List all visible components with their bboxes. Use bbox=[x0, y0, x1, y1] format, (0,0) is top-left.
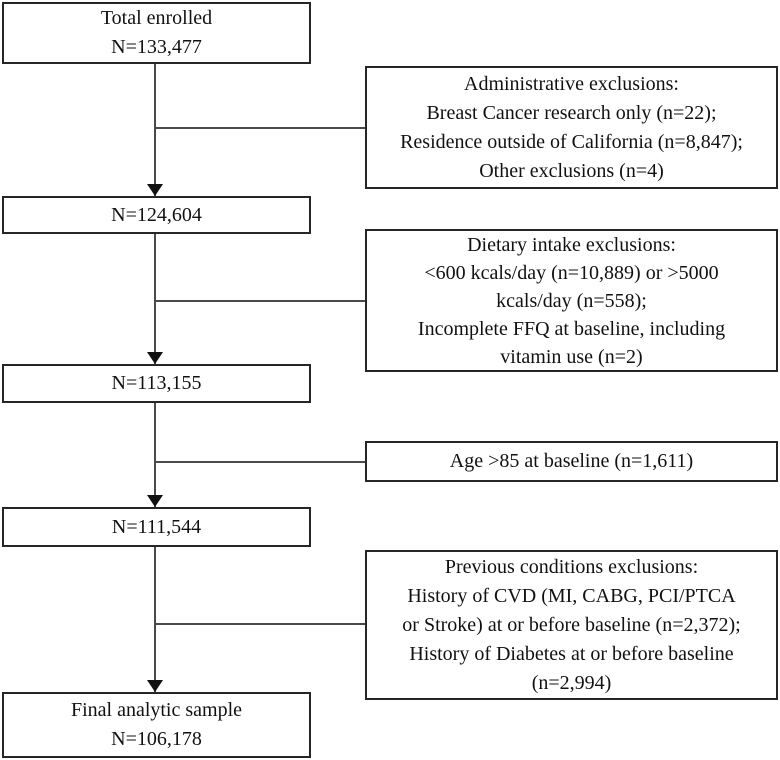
flow-box-n-113155: N=113,155 bbox=[2, 364, 311, 403]
connector-vertical-1 bbox=[154, 64, 156, 196]
flow-box-n-111544: N=111,544 bbox=[2, 507, 311, 547]
arrow-down-icon bbox=[147, 680, 163, 692]
connector-vertical-4 bbox=[154, 547, 156, 692]
exclusion-box-administrative: Administrative exclusions: Breast Cancer… bbox=[365, 66, 778, 189]
connector-branch-age bbox=[155, 461, 365, 463]
flow-box-total-enrolled: Total enrolled N=133,477 bbox=[2, 2, 311, 64]
arrow-down-icon bbox=[147, 184, 163, 196]
connector-branch-administrative bbox=[155, 127, 365, 129]
connector-branch-previous-conditions bbox=[155, 623, 365, 625]
connector-branch-dietary bbox=[155, 300, 365, 302]
exclusion-box-dietary-intake: Dietary intake exclusions: <600 kcals/da… bbox=[365, 229, 778, 372]
flow-box-final-analytic-sample: Final analytic sample N=106,178 bbox=[2, 692, 311, 758]
connector-vertical-3 bbox=[154, 403, 156, 507]
exclusion-box-previous-conditions: Previous conditions exclusions: History … bbox=[365, 550, 778, 700]
flow-box-n-124604: N=124,604 bbox=[2, 196, 311, 234]
connector-vertical-2 bbox=[154, 234, 156, 364]
exclusion-box-age: Age >85 at baseline (n=1,611) bbox=[365, 441, 778, 482]
arrow-down-icon bbox=[147, 352, 163, 364]
arrow-down-icon bbox=[147, 495, 163, 507]
